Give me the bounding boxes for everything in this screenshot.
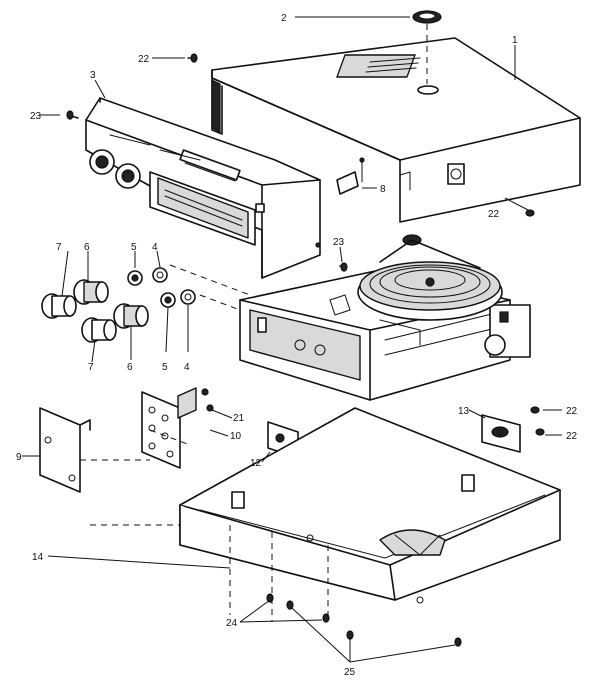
callout-23-left: 23 (30, 111, 42, 122)
callout-3: 3 (90, 70, 96, 81)
front-bezel (85, 97, 321, 279)
callout-14: 14 (32, 552, 44, 563)
callout-4-lower: 4 (184, 362, 190, 373)
mount-bracket-8 (336, 157, 365, 195)
callout-6-upper: 6 (84, 242, 90, 253)
bracket-13 (481, 414, 521, 453)
callout-9: 9 (16, 452, 22, 463)
callout-23-mid: 23 (333, 237, 345, 248)
leader-lines (22, 16, 562, 663)
callout-22-top: 22 (138, 54, 150, 65)
callout-21: 21 (233, 413, 245, 424)
callout-13: 13 (458, 406, 470, 417)
top-cover (211, 37, 581, 223)
callout-5-lower: 5 (162, 362, 168, 373)
screws (66, 53, 545, 647)
callout-22-right-upper: 22 (488, 209, 500, 220)
grommet (412, 10, 442, 84)
callout-4-upper: 4 (152, 242, 158, 253)
callout-6-lower: 6 (127, 362, 133, 373)
callout-1: 1 (512, 35, 518, 46)
bottom-case (179, 407, 561, 622)
callout-10: 10 (230, 431, 242, 442)
callout-24: 24 (226, 618, 238, 629)
knobs-and-washers (41, 264, 251, 343)
callout-7-lower: 7 (88, 362, 94, 373)
callout-22-right-a: 22 (566, 406, 578, 417)
callout-labels: 2 22 3 23 1 8 22 7 6 5 4 23 7 6 5 4 21 1… (16, 13, 578, 678)
tape-mechanism (239, 234, 531, 401)
callout-2: 2 (281, 13, 287, 24)
callout-7-upper: 7 (56, 242, 62, 253)
callout-25: 25 (344, 667, 356, 678)
callout-12: 12 (250, 458, 262, 469)
callout-5-upper: 5 (131, 242, 137, 253)
callout-22-right-b: 22 (566, 431, 578, 442)
callout-8: 8 (380, 184, 386, 195)
